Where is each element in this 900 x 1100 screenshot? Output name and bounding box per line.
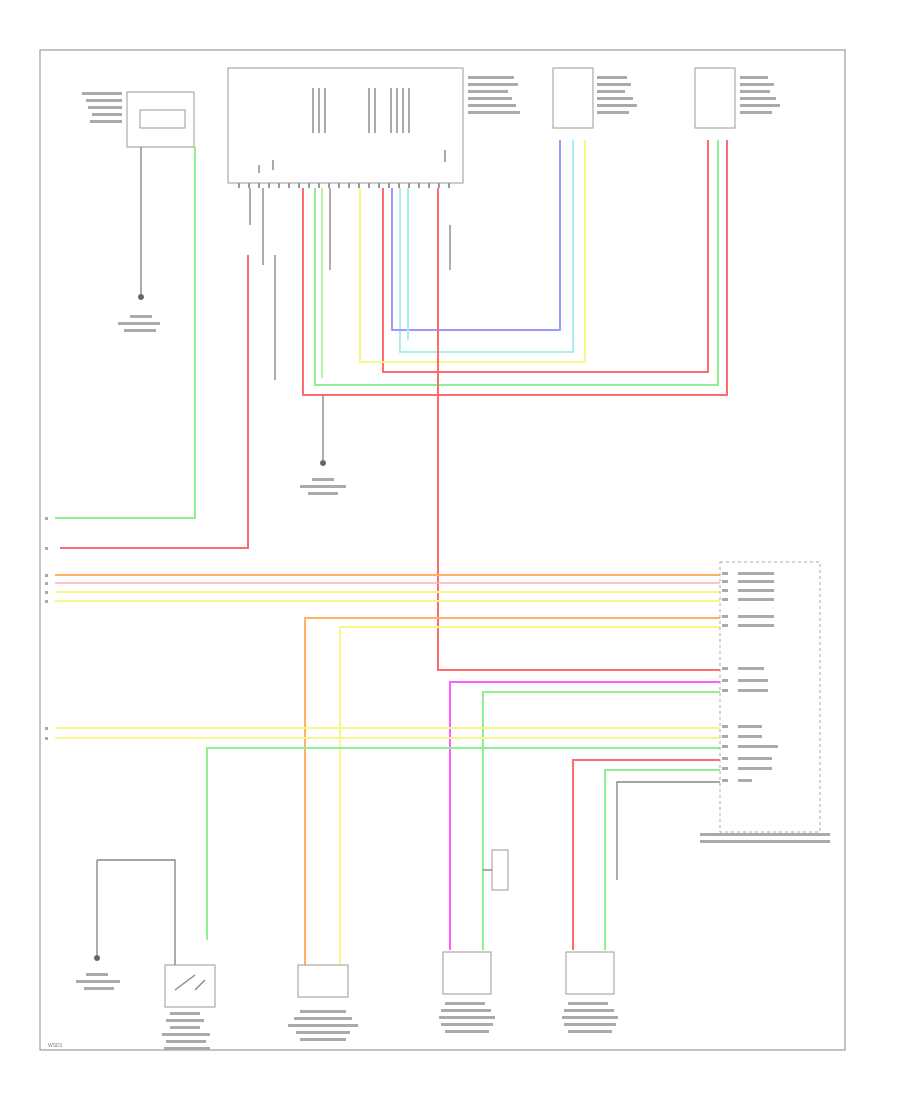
weight-sensor-label (288, 1010, 358, 1041)
left-row-markers (45, 517, 48, 740)
connector-pin-labels (722, 572, 728, 782)
wire-grey-3 (262, 188, 276, 380)
wire-yellow-drop (339, 626, 720, 965)
wire-green-sensor-rl (604, 769, 720, 950)
top-left-module-inner (139, 109, 186, 129)
top-left-module-box (126, 91, 195, 148)
right-side-sensor-box (442, 951, 492, 995)
left-front-sensor-box (694, 67, 736, 129)
diagram-frame (39, 49, 846, 1051)
wire-blue-bus (391, 140, 561, 331)
rear-side-sensor-box (565, 951, 615, 995)
wire-red-bus-2 (382, 140, 709, 373)
control-unit-connector (719, 561, 821, 833)
right-front-sensor-box (552, 67, 594, 129)
central-module-pin-labels (258, 88, 446, 173)
wire-grey-sensor-rl (616, 781, 720, 880)
right-side-sensor-label (439, 1002, 495, 1033)
buckle-switch-box (164, 964, 216, 1008)
central-module-box (227, 67, 464, 184)
buckle-switch-label (162, 1012, 210, 1050)
connector-function-labels (738, 572, 778, 782)
wire-yellow-bus (359, 140, 586, 363)
page-mark: WSD1 (48, 1043, 63, 1049)
wire-orange-drop (304, 617, 720, 965)
weight-sensor-box (297, 964, 349, 998)
wire-red-1 (60, 255, 249, 549)
wire-red-bus (302, 140, 728, 396)
wire-green-sensor (482, 691, 720, 950)
wire-green-bus (314, 140, 719, 386)
left-front-sensor-label (740, 76, 780, 114)
right-front-sensor-label (597, 76, 637, 114)
wire-green-switch (206, 747, 720, 940)
ground-symbol-3 (94, 955, 100, 961)
wire-red-main (437, 188, 720, 671)
ground-1-label (118, 315, 160, 332)
rear-side-sensor-label (562, 1002, 618, 1033)
ground-3-label (76, 973, 120, 990)
wire-cyan-bus (399, 140, 574, 353)
resistor-component (491, 849, 509, 891)
ground-symbol-2 (320, 460, 326, 466)
wire-magenta (449, 681, 720, 950)
buckle-switch-contact (174, 974, 206, 991)
wire-green-1 (55, 147, 196, 519)
ground-symbol-1 (138, 294, 144, 300)
top-left-module-label (82, 92, 122, 123)
central-module-pin-row (238, 183, 450, 188)
wire-grey-ground-3 (96, 859, 176, 965)
wire-red-sensor-rl (572, 759, 720, 950)
ground-2-label (300, 478, 346, 495)
control-unit-label (700, 833, 830, 843)
central-module-label (468, 76, 520, 114)
